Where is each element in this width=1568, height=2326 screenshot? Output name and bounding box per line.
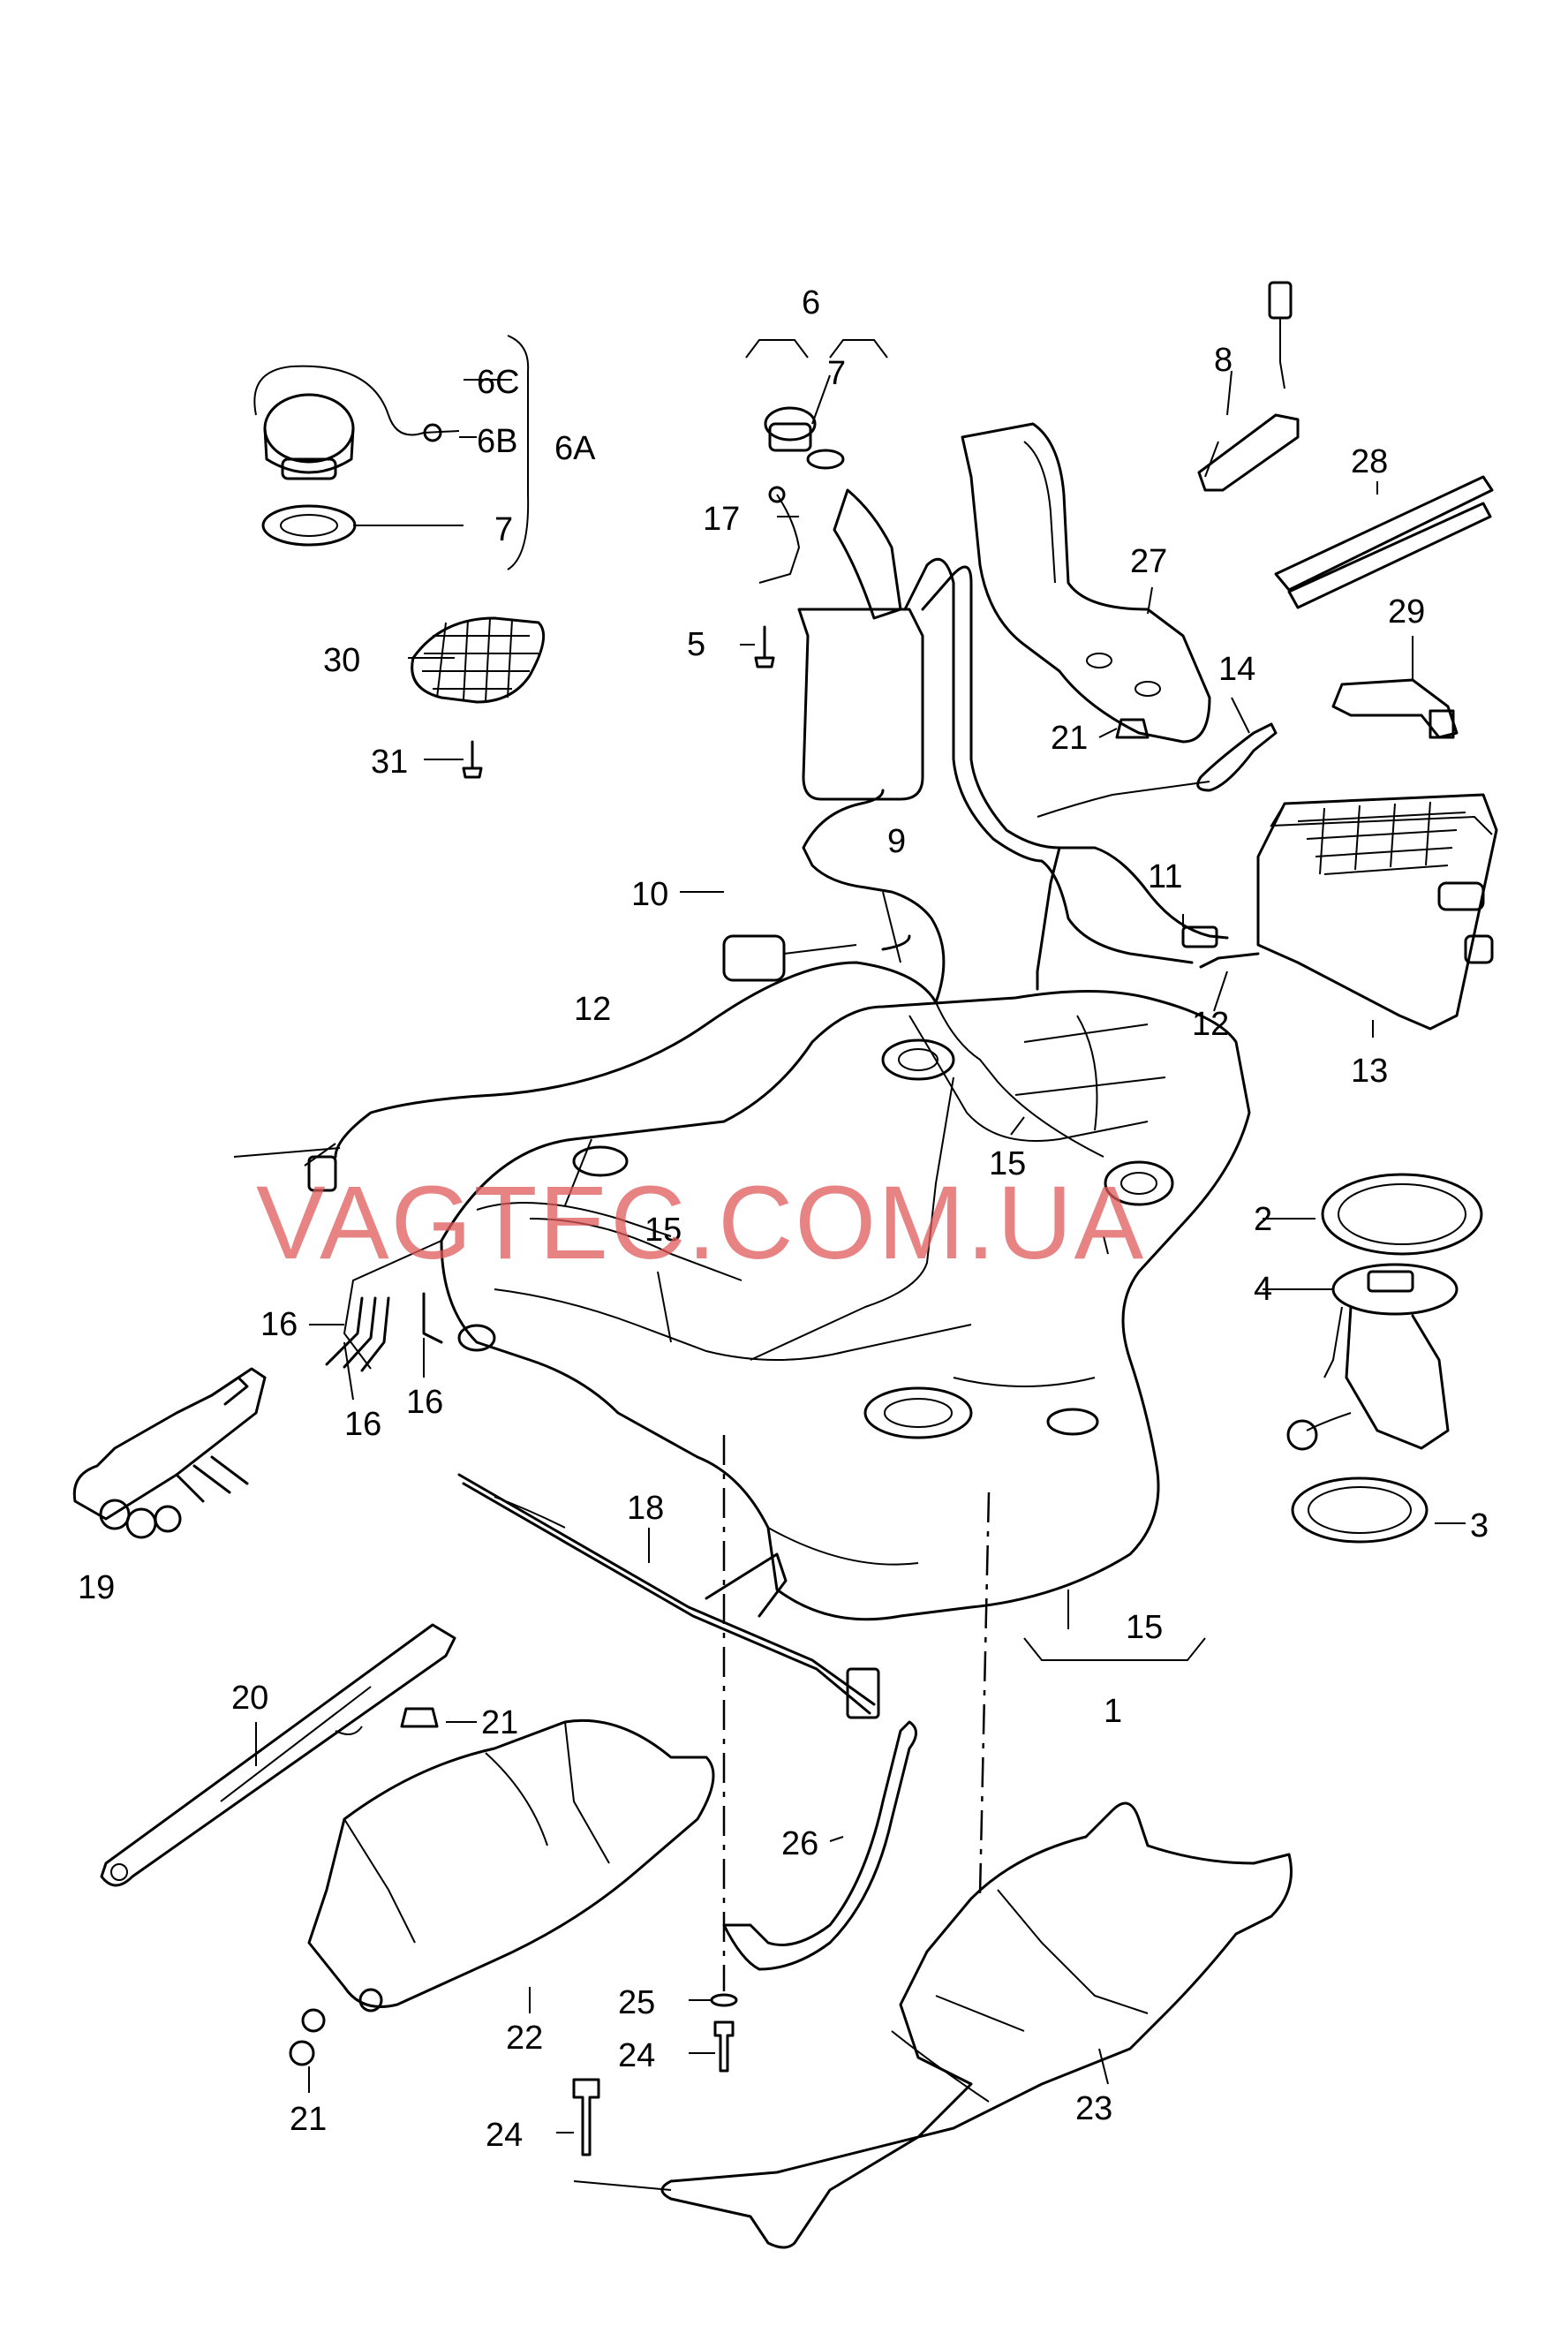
callout-25: 25 <box>618 1984 655 2021</box>
callout-11: 11 <box>1148 858 1182 895</box>
heat-shield-22 <box>301 1718 715 2033</box>
line-connectors-16 <box>325 1292 443 1372</box>
callout-9: 9 <box>887 823 906 860</box>
sealing-ring-3 <box>1291 1476 1429 1544</box>
callout-15-lower: 15 <box>1126 1609 1163 1646</box>
callout-18: 18 <box>627 1490 664 1527</box>
fuel-pump-4 <box>1286 1263 1459 1451</box>
callout-12-left: 12 <box>574 991 611 1028</box>
callout-22: 22 <box>506 2020 543 2057</box>
callout-21-upper: 21 <box>1051 720 1088 757</box>
callout-10: 10 <box>631 876 668 913</box>
leader-lines <box>233 370 1466 2133</box>
heat-shield-23 <box>573 1801 1293 2249</box>
heat-shield-upper <box>961 422 1211 744</box>
fuel-lines <box>304 557 1260 1192</box>
filler-neck <box>745 339 924 801</box>
callout-6a: 6A <box>554 430 596 467</box>
bolt-24-lower <box>572 2078 600 2156</box>
callout-31: 31 <box>371 744 408 781</box>
sealing-ring-2 <box>1321 1173 1483 1256</box>
tank-strap-20 <box>100 1623 456 1887</box>
callout-6b: 6B <box>477 423 517 460</box>
callout-7-cap: 7 <box>494 511 513 548</box>
charcoal-canister <box>1256 793 1498 1031</box>
callout-19: 19 <box>78 1569 115 1606</box>
callout-7-neck: 7 <box>827 355 846 392</box>
nut-21-upper <box>1115 718 1150 739</box>
screw-31 <box>462 740 483 779</box>
callout-15-upper: 15 <box>989 1145 1026 1182</box>
watermark: VAGTEC.COM.UA <box>256 1165 1145 1281</box>
bracket-29 <box>1331 678 1459 739</box>
callout-27: 27 <box>1130 543 1167 580</box>
callout-21-lower: 21 <box>290 2101 327 2138</box>
clip-28 <box>1274 475 1494 609</box>
fuel-cap-assembly <box>253 335 530 570</box>
callout-13: 13 <box>1351 1053 1388 1090</box>
callout-4: 4 <box>1254 1271 1272 1308</box>
callout-1: 1 <box>1104 1693 1122 1730</box>
callout-15-middle: 15 <box>645 1212 682 1249</box>
callout-labels: 6C 6B 6A 7 30 31 6 7 17 5 8 28 27 29 14 … <box>78 284 1489 2154</box>
callout-24-lower: 24 <box>486 2117 523 2154</box>
callout-2: 2 <box>1254 1201 1272 1238</box>
cable-tie-14 <box>1196 722 1278 792</box>
callout-23: 23 <box>1075 2090 1112 2127</box>
fuel-line-18 <box>457 1473 880 1719</box>
fuel-tank <box>343 990 1251 1621</box>
callout-16-left: 16 <box>260 1306 298 1343</box>
callout-20: 20 <box>231 1680 268 1717</box>
washer-25 <box>710 1993 738 2007</box>
callout-28: 28 <box>1351 443 1388 480</box>
connector-8 <box>1197 281 1300 492</box>
callout-30: 30 <box>323 642 360 679</box>
callout-14: 14 <box>1218 651 1255 688</box>
callout-12-right: 12 <box>1192 1006 1229 1043</box>
callout-16-bottom: 16 <box>344 1406 381 1443</box>
callout-24-upper: 24 <box>618 2037 655 2074</box>
nut-21-lower <box>289 2040 315 2066</box>
callout-8: 8 <box>1214 342 1233 379</box>
callout-21-middle: 21 <box>481 1704 518 1741</box>
callout-3: 3 <box>1470 1507 1489 1544</box>
callout-16-right: 16 <box>406 1384 443 1421</box>
nut-21-middle <box>400 1707 439 1728</box>
callout-6: 6 <box>802 284 820 321</box>
callout-17: 17 <box>703 501 740 538</box>
grille-insert <box>411 616 546 704</box>
connector-19 <box>72 1367 267 1539</box>
callout-5: 5 <box>687 626 705 663</box>
tank-strap-26 <box>722 1720 917 1971</box>
alignment-lines <box>722 1435 991 1991</box>
bolt-24-upper <box>713 2020 735 2073</box>
callout-6c: 6C <box>477 364 520 401</box>
callout-26: 26 <box>781 1825 818 1862</box>
callout-29: 29 <box>1388 593 1425 631</box>
